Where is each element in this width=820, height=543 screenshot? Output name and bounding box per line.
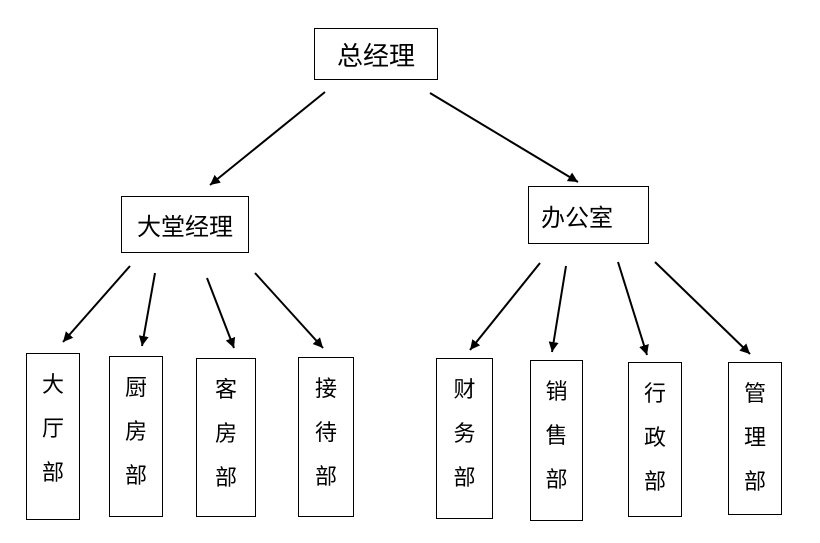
node-label: 总经理 <box>336 41 415 72</box>
dept-label-char: 客 <box>214 378 237 403</box>
arrow-lobby-to-reception <box>254 272 324 349</box>
arrow-lobby-to-kitchen <box>138 272 156 347</box>
dept-label-char: 房 <box>124 420 147 445</box>
dept-label-char: 部 <box>314 465 337 490</box>
dept-label: 客房部 <box>215 369 237 501</box>
arrow-lobby-to-hall <box>62 265 131 343</box>
arrow-office-to-finance <box>469 262 541 351</box>
node-label: 办公室 <box>541 203 613 232</box>
arrow-lobby-to-rooms <box>206 277 236 349</box>
arrow-office-to-admin <box>617 261 649 356</box>
dept-label: 大厅部 <box>42 364 64 496</box>
dept-label-char: 财 <box>453 378 476 403</box>
dept-label: 厨房部 <box>125 367 147 499</box>
node-dept-admin: 行政部 <box>628 362 682 517</box>
node-general-manager: 总经理 <box>314 28 438 80</box>
dept-label-char: 管 <box>743 382 766 407</box>
dept-label-char: 部 <box>743 470 766 495</box>
arrow-office-to-sales <box>548 265 567 353</box>
node-label: 大堂经理 <box>137 213 233 241</box>
dept-label-char: 部 <box>124 464 147 489</box>
dept-label-char: 销 <box>545 380 568 405</box>
dept-label-char: 行 <box>643 382 666 407</box>
node-dept-reception: 接待部 <box>298 357 354 517</box>
dept-label-char: 部 <box>41 461 64 486</box>
dept-label: 管理部 <box>744 373 766 505</box>
dept-label-char: 大 <box>41 373 64 398</box>
node-dept-kitchen: 厨房部 <box>109 356 163 517</box>
dept-label-char: 厅 <box>41 417 64 442</box>
arrow-office-to-management <box>654 261 751 355</box>
dept-label-char: 厨 <box>124 376 147 401</box>
dept-label-char: 部 <box>643 470 666 495</box>
dept-label-char: 售 <box>545 424 568 449</box>
node-lobby-manager: 大堂经理 <box>121 196 249 253</box>
arrow-root-to-lobby <box>209 91 326 186</box>
node-dept-finance: 财务部 <box>436 358 493 519</box>
dept-label: 接待部 <box>315 368 337 500</box>
arrow-root-to-office <box>429 92 579 183</box>
node-dept-sales: 销售部 <box>530 360 583 521</box>
dept-label-char: 理 <box>743 426 766 451</box>
dept-label-char: 部 <box>214 466 237 491</box>
dept-label-char: 部 <box>545 468 568 493</box>
node-dept-management: 管理部 <box>728 362 782 515</box>
node-office: 办公室 <box>528 186 649 244</box>
node-dept-hall: 大厅部 <box>26 353 80 520</box>
dept-label-char: 务 <box>453 422 476 447</box>
dept-label-char: 房 <box>214 422 237 447</box>
node-dept-rooms: 客房部 <box>196 358 256 517</box>
dept-label-char: 待 <box>314 421 337 446</box>
dept-label-char: 政 <box>643 426 666 451</box>
dept-label: 销售部 <box>545 371 567 503</box>
dept-label-char: 接 <box>314 377 337 402</box>
dept-label: 行政部 <box>644 373 666 505</box>
dept-label: 财务部 <box>453 369 475 501</box>
dept-label-char: 部 <box>453 466 476 491</box>
